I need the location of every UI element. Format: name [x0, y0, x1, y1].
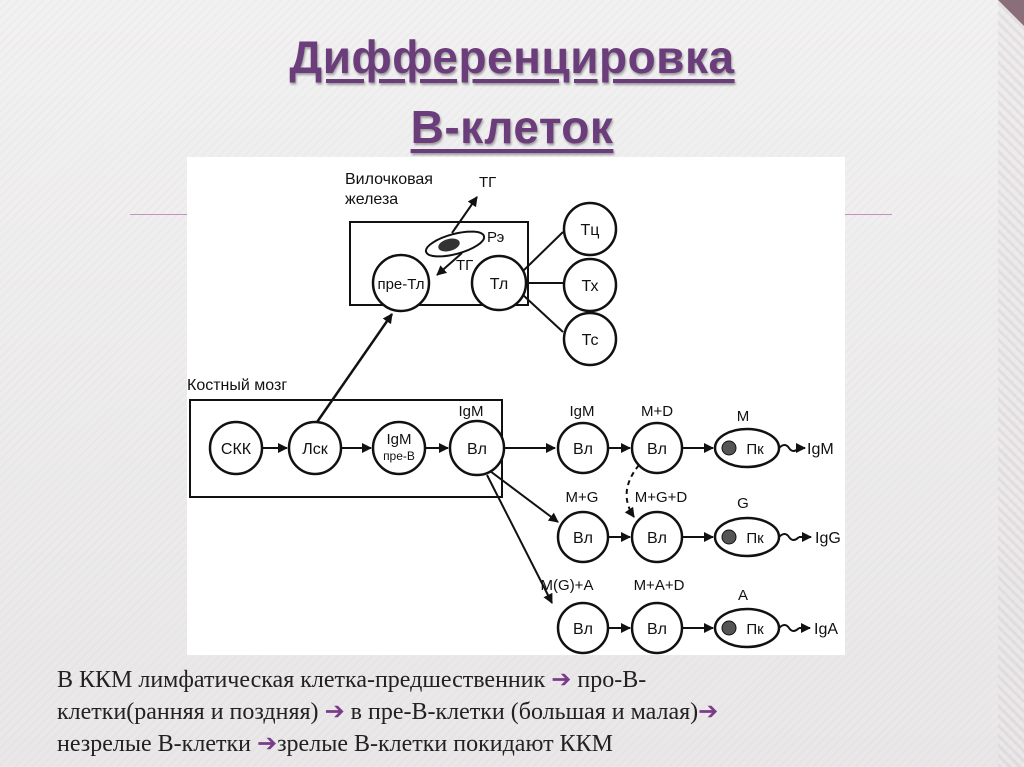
out-igm-label: IgM — [807, 441, 834, 458]
vl-label-r2b: Вл — [647, 530, 667, 547]
b-lymphocyte-row3-b: Вл — [630, 601, 684, 655]
b-lymphocyte-row2-a: Вл — [556, 510, 610, 564]
pre-b-igm-label: IgM — [386, 431, 411, 448]
arrow-right-icon: ➔ — [324, 699, 345, 725]
pk-label-r2: Пк — [746, 530, 764, 547]
t-lymphocyte-cell: Тл — [470, 254, 528, 312]
vl-label-r2a: Вл — [573, 530, 593, 547]
pre-b-label: пре-В — [383, 449, 415, 463]
t-helper-cell: Тх — [562, 257, 618, 313]
caption-text-2a: клетки(ранняя и поздняя) — [57, 699, 325, 725]
plasma-cell-row3: Пк — [713, 607, 781, 649]
ts-label: Тс — [582, 332, 599, 349]
accent-rule-left — [130, 214, 190, 215]
row2-label-b: M+G+D — [635, 489, 688, 506]
vl-label-immature: Вл — [467, 441, 487, 458]
row1-label-a: IgM — [569, 403, 594, 420]
t-cytotoxic-cell: Тц — [562, 201, 618, 257]
lsk-label: Лск — [302, 441, 329, 458]
tg-bottom-label: ТГ — [456, 257, 473, 274]
arrow-right-icon: ➔ — [551, 667, 572, 693]
row3-label-c: A — [738, 587, 748, 604]
thymus-label-1: Вилочковая — [345, 171, 433, 188]
tc-label: Тц — [581, 222, 600, 239]
skk-label: СКК — [221, 441, 252, 458]
b-lymphocyte-row2-b: Вл — [630, 510, 684, 564]
vl-label-r3a: Вл — [573, 621, 593, 638]
caption-text-3b: зрелые В-клетки покидают ККМ — [277, 731, 613, 757]
row3-label-a: M(G)+A — [541, 577, 594, 594]
vl-label-r1a: Вл — [573, 441, 593, 458]
pk-label-r1: Пк — [746, 441, 764, 458]
slide-corner-decoration — [998, 0, 1024, 26]
hematopoietic-stem-cell: СКК — [208, 420, 264, 476]
tg-top-label: ТГ — [479, 174, 496, 191]
b-cell-differentiation-diagram: Вилочковая железа Костный мозг Рэ ТГ ТГ … — [187, 157, 845, 655]
slide-caption: В ККМ лимфатическая клетка-предшественни… — [57, 664, 977, 760]
tl-label: Тл — [490, 276, 508, 293]
lymphoid-stem-cell: Лск — [287, 420, 343, 476]
thymus-box — [349, 221, 529, 306]
accent-rule-right — [845, 214, 892, 215]
arrow-right-icon: ➔ — [256, 731, 278, 757]
b-lymphocyte-row1-b: Вл — [630, 421, 684, 475]
th-label: Тх — [581, 278, 598, 295]
pre-t-cell: пре-Тл — [371, 253, 431, 313]
row1-label-b: M+D — [641, 403, 673, 420]
pk-label-r3: Пк — [746, 621, 764, 638]
pre-b-cell: IgM пре-В — [371, 420, 427, 476]
caption-text-1b: про-В- — [571, 667, 647, 693]
row3-label-b: M+A+D — [634, 577, 685, 594]
caption-text-1a: В ККМ лимфатическая клетка-предшественни… — [57, 667, 552, 693]
caption-line-2: клетки(ранняя и поздняя) ➔ в пре-В-клетк… — [57, 696, 977, 728]
plasma-cell-row2: Пк — [713, 516, 781, 558]
caption-text-3a: незрелые В-клетки — [57, 731, 257, 757]
b-lymphocyte-immature: Вл — [448, 419, 506, 477]
out-iga-label: IgA — [814, 621, 838, 638]
vl-label-r3b: Вл — [647, 621, 667, 638]
reticuloepithelial-cell-icon — [424, 230, 486, 258]
row2-label-c: G — [737, 495, 749, 512]
out-igg-label: IgG — [815, 530, 841, 547]
vl-label-r1b: Вл — [647, 441, 667, 458]
bone-marrow-label: Костный мозг — [187, 377, 287, 394]
row2-label-a: M+G — [566, 489, 599, 506]
slide-title-line-2: В-клеток — [410, 101, 614, 153]
caption-line-1: В ККМ лимфатическая клетка-предшественни… — [57, 664, 977, 696]
re-label: Рэ — [487, 229, 505, 246]
b-lymphocyte-row1-a: Вл — [556, 421, 610, 475]
igm-label: IgM — [458, 403, 483, 420]
plasma-cell-row1: Пк — [713, 427, 781, 469]
slide-title-line-1: Дифференцировка — [289, 31, 735, 83]
t-suppressor-cell: Тс — [562, 311, 618, 367]
arrow-right-icon: ➔ — [698, 699, 719, 725]
caption-text-2b: в пре-В-клетки (большая и малая) — [344, 699, 699, 725]
row1-label-c: M — [737, 408, 750, 425]
pre-t-label: пре-Тл — [377, 276, 424, 293]
b-lymphocyte-row3-a: Вл — [556, 601, 610, 655]
thymus-label-2: железа — [345, 191, 398, 208]
slide-side-strip — [998, 0, 1024, 767]
caption-line-3: незрелые В-клетки ➔зрелые В-клетки покид… — [57, 728, 977, 760]
